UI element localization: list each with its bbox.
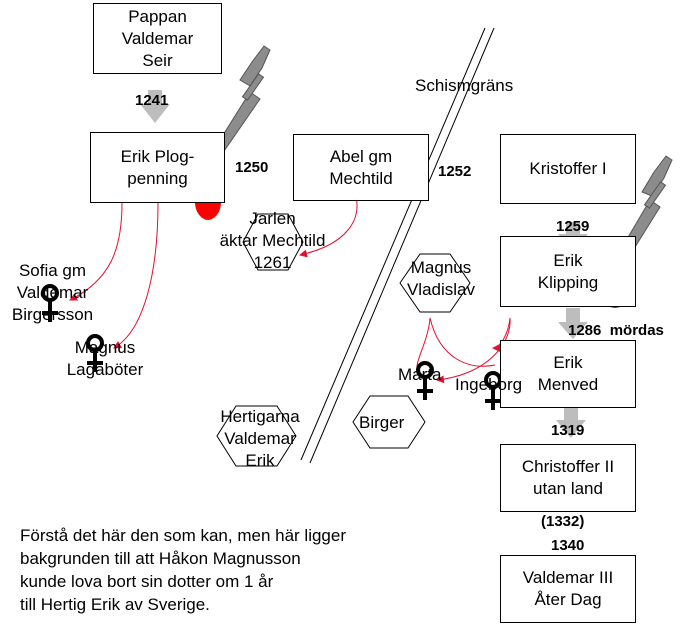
marta-label: Marta: [398, 365, 442, 384]
box-christoffer2: Christoffer II utan land: [500, 444, 636, 512]
relation-arrow: [69, 202, 123, 301]
year-1332: (1332): [541, 513, 585, 530]
hexagon-shape: [242, 213, 304, 271]
sofia-label: Sofia gm Valdemar Birgersson: [11, 261, 94, 324]
female-symbol-icon: [41, 284, 59, 322]
box-kristoffer: Kristoffer I: [500, 134, 636, 204]
birger-label: Birger: [359, 413, 405, 432]
relation-arrow: [429, 317, 496, 367]
box-erik-klipping: Erik Klipping: [500, 236, 636, 307]
magnus-vladislav-label: Magnus Vladislav: [406, 258, 476, 299]
hexagon-shape: [399, 253, 471, 313]
box-pappan: Pappan Valdemar Seir: [93, 3, 222, 74]
year-1286: 1286 mördas: [568, 322, 664, 339]
schism-line: [300, 27, 486, 461]
year-1241: 1241: [135, 92, 169, 109]
hertigarna-label: Hertigarna Valdemar Erik: [220, 407, 300, 470]
footnote-text: Förstå det här den som kan, men här ligg…: [20, 526, 346, 614]
box-erik-menved: Erik Menved: [500, 340, 636, 408]
down-arrow-icon: [556, 406, 586, 438]
box-erik-plog: Erik Plog- penning: [90, 132, 225, 203]
magnus-lagaboter-label: Magnus Lagaböter: [66, 338, 144, 379]
relation-arrow: [492, 317, 511, 352]
schism-label: Schismgräns: [415, 76, 514, 95]
box-valdemar3: Valdemar III Åter Dag: [500, 555, 636, 623]
jarlen-label: Jarlen äktar Mechtild 1261: [219, 209, 326, 272]
female-symbol-icon: [416, 361, 434, 400]
hexagon-shape: [216, 405, 297, 467]
year-1340: 1340: [551, 537, 585, 554]
box-abel: Abel gm Mechtild: [293, 134, 429, 201]
down-arrow-icon: [140, 90, 170, 123]
down-arrow-icon: [558, 308, 588, 339]
hexagon-shape: [352, 395, 426, 449]
year-1319: 1319: [551, 422, 585, 439]
relation-arrow: [436, 317, 511, 384]
relation-arrow: [113, 202, 159, 349]
year-1250: 1250: [235, 159, 269, 176]
schism-line: [309, 27, 495, 464]
ingeborg-label: Ingeborg: [455, 375, 523, 394]
female-symbol-icon: [86, 334, 104, 372]
year-1252: 1252: [438, 163, 472, 180]
year-1259: 1259: [556, 218, 590, 235]
